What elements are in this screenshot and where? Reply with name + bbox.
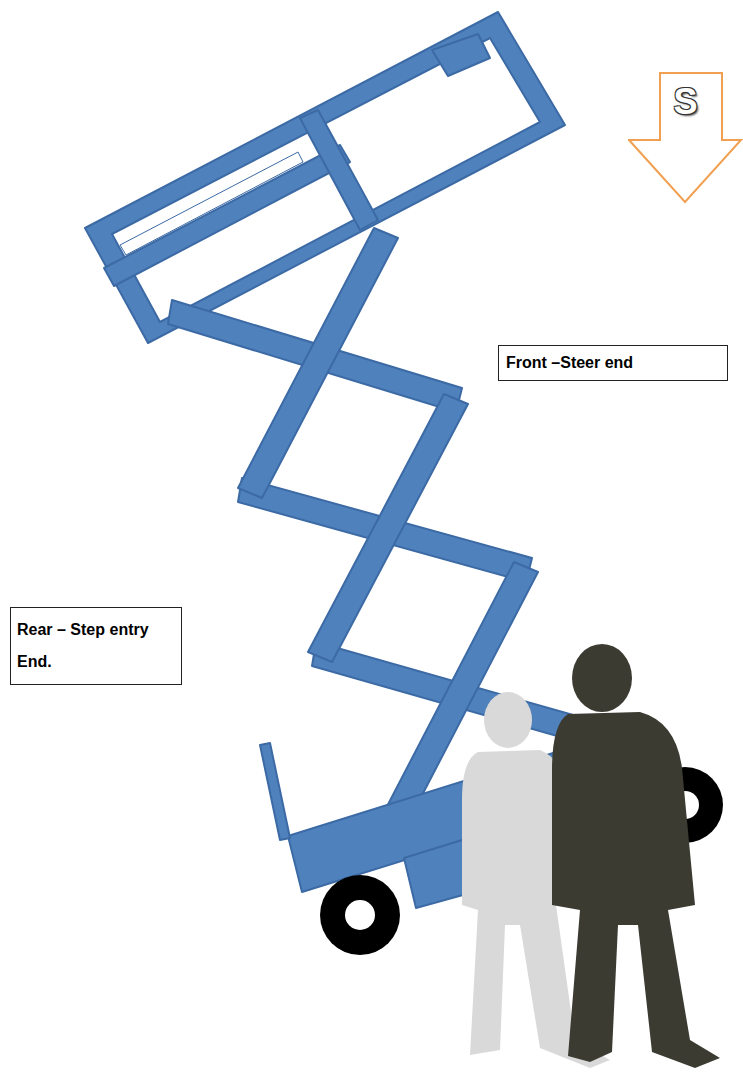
- platform-deck: [112, 38, 540, 322]
- end-label: Front –Steer end: [506, 353, 720, 373]
- front-label-box: Front –Steer end: [498, 345, 728, 381]
- entry-rail: [260, 743, 290, 840]
- scissor-arms: [168, 228, 612, 826]
- rear-label-box: Rear – Step entry End.: [10, 607, 182, 685]
- direction-arrow: S: [628, 72, 743, 204]
- rear-wheel-hub: [345, 900, 375, 930]
- end-label: Rear – Step entry End.: [17, 614, 175, 678]
- dark-person: [552, 644, 720, 1068]
- rear-wheel: [320, 875, 400, 955]
- platform-divider: [300, 110, 378, 230]
- platform-rail: [104, 145, 350, 286]
- people: [462, 644, 720, 1068]
- control-box: [432, 34, 490, 76]
- rail-gap: [120, 152, 303, 255]
- direction-letter: S: [628, 72, 743, 122]
- platform: [85, 12, 565, 343]
